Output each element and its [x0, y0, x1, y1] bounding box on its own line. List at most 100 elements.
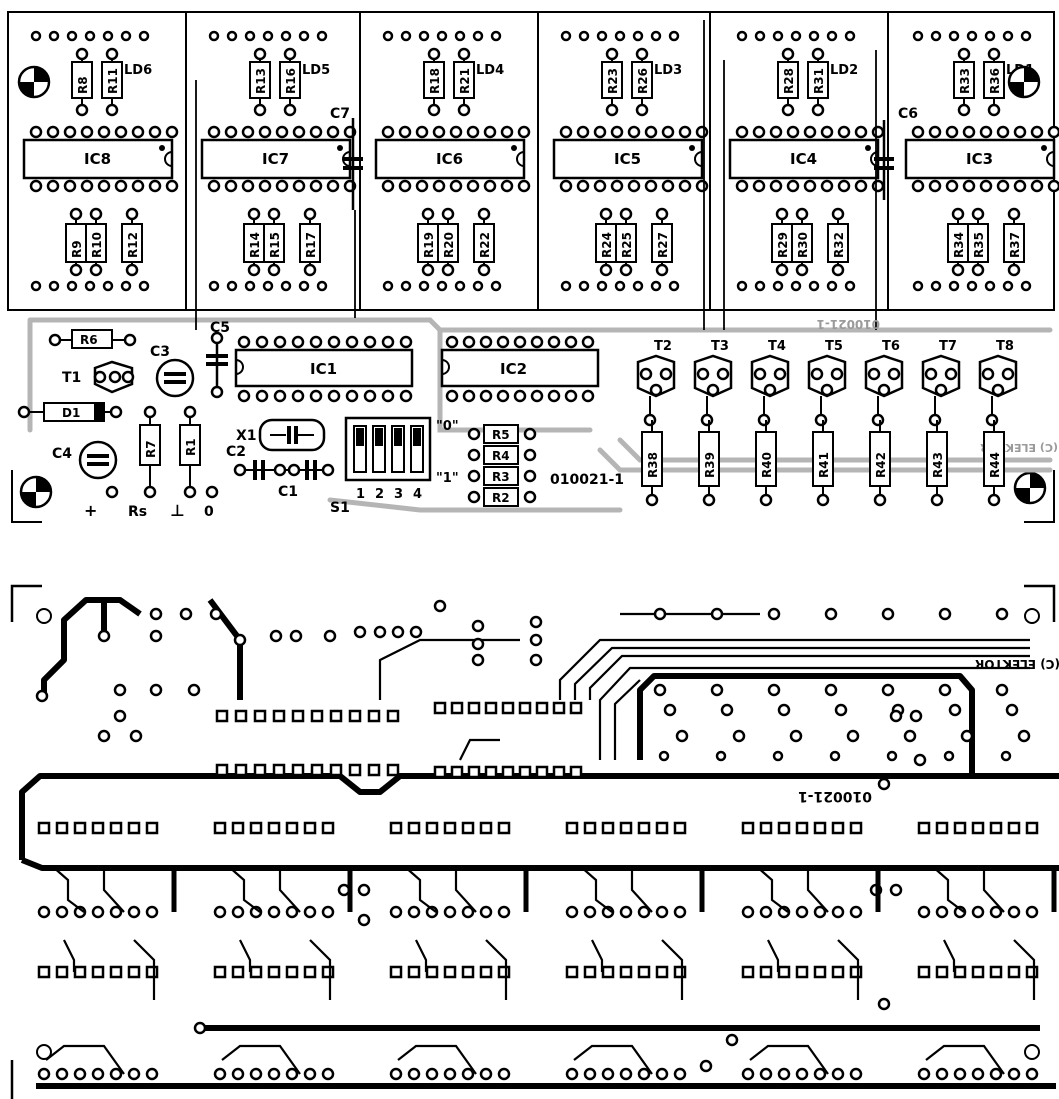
s1-num-4: 4	[413, 487, 422, 502]
pad	[627, 125, 641, 139]
pad	[803, 179, 817, 193]
pad	[668, 280, 680, 292]
pad	[820, 179, 834, 193]
pad	[381, 389, 395, 403]
pad	[345, 335, 359, 349]
pad-square	[249, 821, 263, 835]
resistor	[1003, 223, 1025, 263]
pad-square	[285, 821, 299, 835]
pad	[984, 30, 996, 42]
pad	[66, 30, 78, 42]
pad	[267, 263, 281, 277]
pad	[971, 263, 985, 277]
pad	[399, 389, 413, 403]
resistor-label: R10	[90, 232, 104, 258]
pad	[844, 30, 856, 42]
pad	[987, 103, 1001, 117]
trace	[591, 939, 604, 972]
pad	[409, 625, 423, 639]
pad	[824, 683, 838, 697]
pad-square	[583, 965, 597, 979]
pad	[207, 125, 221, 139]
pad-square	[569, 701, 583, 715]
code-zero-label: "0"	[436, 419, 459, 434]
pad	[989, 905, 1003, 919]
ic2-label: IC2	[500, 360, 527, 378]
pad	[462, 389, 476, 403]
pad-square	[234, 709, 248, 723]
pad	[909, 709, 923, 723]
pad	[820, 125, 834, 139]
pad	[581, 335, 595, 349]
pad	[97, 729, 111, 743]
pad	[275, 179, 289, 193]
pad	[105, 47, 119, 61]
resistor	[85, 223, 107, 263]
pad	[928, 413, 942, 427]
pad	[66, 280, 78, 292]
pad	[427, 47, 441, 61]
pad	[1020, 30, 1032, 42]
pad	[560, 30, 572, 42]
ic-body	[552, 138, 704, 180]
pad	[813, 905, 827, 919]
pad	[309, 179, 323, 193]
pad-square	[535, 765, 549, 779]
pad-square	[1025, 965, 1039, 979]
pad	[400, 30, 412, 42]
resistor	[983, 431, 1005, 487]
pad	[938, 683, 952, 697]
ic-notch	[694, 151, 703, 167]
pad	[432, 179, 446, 193]
pad	[627, 179, 641, 193]
pad-square	[253, 709, 267, 723]
resistor	[615, 223, 637, 263]
pad	[953, 905, 967, 919]
pad	[415, 125, 429, 139]
pad	[772, 30, 784, 42]
pad	[407, 1067, 421, 1081]
pad	[517, 179, 531, 193]
pad	[619, 905, 633, 919]
transistor-body	[636, 354, 676, 398]
transistor-label: T2	[654, 339, 672, 354]
pin1-dot	[511, 145, 517, 151]
pad-square	[407, 821, 421, 835]
mount-hole	[1024, 1044, 1040, 1060]
resistor-label: R19	[422, 232, 436, 258]
pad	[619, 207, 633, 221]
terminal-rs: Rs	[128, 504, 147, 520]
pad	[979, 179, 993, 193]
pad	[632, 30, 644, 42]
pad-square	[619, 821, 633, 835]
pad-square	[127, 821, 141, 835]
terminal-zero: 0	[204, 504, 214, 520]
pad	[479, 335, 493, 349]
pad	[309, 389, 323, 403]
pad-square	[329, 763, 343, 777]
led-label: LD6	[124, 63, 152, 78]
pad	[327, 389, 341, 403]
pad	[583, 1067, 597, 1081]
pad	[421, 207, 435, 221]
pad	[736, 280, 748, 292]
pad-square	[777, 965, 791, 979]
pad	[415, 179, 429, 193]
pad	[457, 47, 471, 61]
pad	[720, 703, 734, 717]
pad	[1017, 729, 1031, 743]
pad	[837, 179, 851, 193]
pad	[930, 30, 942, 42]
pad	[777, 1067, 791, 1081]
pad-square	[389, 965, 403, 979]
pad	[759, 905, 773, 919]
copper-layer: 010021-1 (C) ELEKTOR	[10, 584, 1059, 1099]
pad	[658, 750, 670, 762]
pad	[962, 179, 976, 193]
pad	[91, 1067, 105, 1081]
trace	[982, 866, 1005, 913]
pad	[285, 905, 299, 919]
pad	[831, 905, 845, 919]
